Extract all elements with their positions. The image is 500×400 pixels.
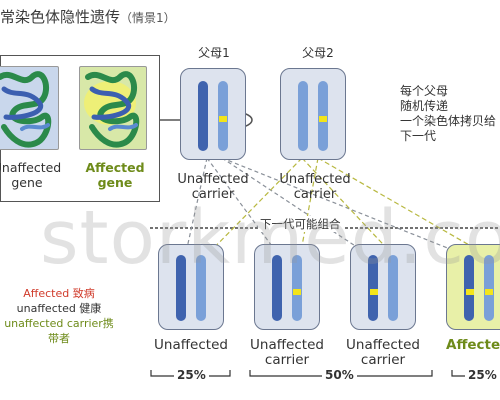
percentage-50: 50%	[322, 368, 357, 382]
unaffected-gene-label: Unaffected gene	[0, 160, 62, 190]
mutation-marker	[370, 289, 378, 295]
affected-protein-image	[79, 66, 147, 150]
chromosome-light	[388, 255, 398, 321]
title-main: 常染色体隐性遗传	[0, 8, 121, 26]
parent2-dashed-lines	[204, 157, 491, 258]
title-sub: （情景1）	[120, 11, 176, 25]
unaffected-protein-image	[0, 66, 59, 150]
explanation-line: 每个父母	[400, 84, 449, 98]
chromosome-light	[484, 255, 494, 321]
parent2-title: 父母2	[302, 46, 334, 60]
child4-box	[446, 244, 500, 330]
chromosome-light	[292, 255, 302, 321]
parent1-chromosomes	[198, 81, 228, 151]
chromosome-dark	[464, 255, 474, 321]
child2-label: Unaffected carrier	[250, 337, 324, 368]
gene-callout: Unaffected gene Affected gene	[0, 55, 160, 202]
child1-label: Unaffected	[154, 337, 228, 353]
chromosome-dark	[176, 255, 186, 321]
legend-carrier: unaffected carrier携带者	[4, 317, 114, 345]
chromosome-light	[196, 255, 206, 321]
legend: Affected 致病 unaffected 健康 unaffected car…	[0, 286, 118, 346]
unaffected-protein-icon	[0, 71, 52, 148]
explanation-line: 下一代	[400, 129, 437, 143]
child3-chromosomes	[368, 255, 398, 321]
percentage-25-left: 25%	[174, 368, 209, 382]
parent1-box	[180, 68, 246, 160]
chromosome-dark	[272, 255, 282, 321]
explanation-line: 随机传递	[400, 99, 449, 113]
child4-chromosomes	[464, 255, 494, 321]
parent2-chromosomes	[298, 81, 328, 151]
chromosome-dark	[368, 255, 378, 321]
child2-chromosomes	[272, 255, 302, 321]
mutation-marker	[485, 289, 493, 295]
child3-label: Unaffected carrier	[346, 337, 420, 368]
chromosome-light	[298, 81, 308, 151]
mutation-marker	[319, 116, 327, 122]
child1-box	[158, 244, 224, 330]
watermark: storkmed.com	[40, 195, 500, 281]
child2-box	[254, 244, 320, 330]
affected-gene-label: Affected gene	[85, 160, 145, 190]
parent1-title: 父母1	[198, 46, 230, 60]
parent2-label: Unaffected carrier	[279, 172, 351, 202]
affected-protein-icon	[84, 71, 140, 148]
inheritance-explanation: 每个父母 随机传递 一个染色体拷贝给 下一代	[400, 84, 496, 144]
next-generation-label: 下一代可能组合	[258, 216, 343, 232]
parent1-label: Unaffected carrier	[177, 172, 249, 202]
child1-chromosomes	[176, 255, 206, 321]
legend-affected: Affected 致病	[23, 287, 95, 300]
child4-label: Affecte	[446, 338, 500, 353]
legend-unaffected: unaffected 健康	[16, 302, 102, 315]
chromosome-dark	[198, 81, 208, 151]
percentage-25-right: 25%	[465, 368, 500, 382]
page-title: 常染色体隐性遗传（情景1）	[0, 6, 176, 27]
child3-box	[350, 244, 416, 330]
explanation-line: 一个染色体拷贝给	[400, 114, 497, 128]
mutation-marker	[219, 116, 227, 122]
mutation-marker	[466, 289, 474, 295]
parent1-dashed-lines	[184, 157, 471, 258]
parent2-box	[280, 68, 346, 160]
mutation-marker	[293, 289, 301, 295]
